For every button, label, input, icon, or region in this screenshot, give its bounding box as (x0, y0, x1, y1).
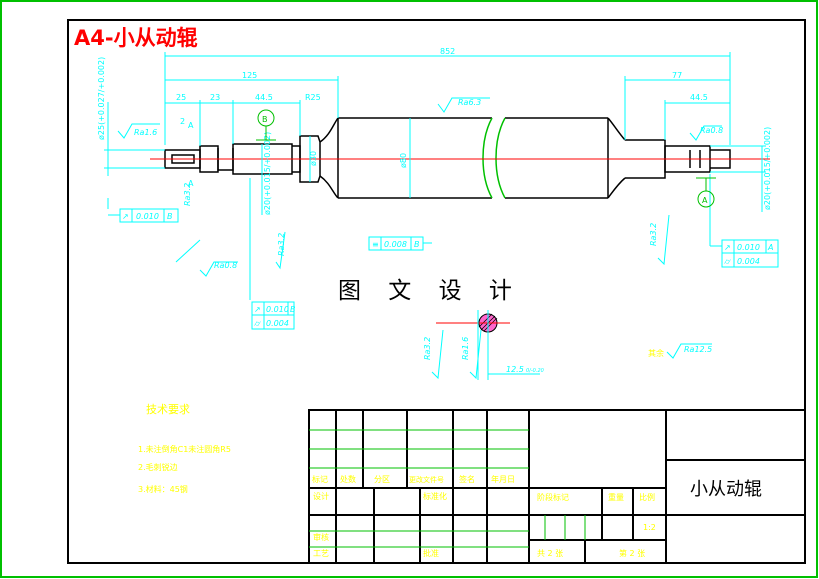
dim-left-section: 125 (242, 71, 257, 80)
dim-44-5-right: 44.5 (690, 93, 708, 102)
drawing-title: A4-小从动辊 (74, 26, 198, 50)
title-block-thin-lines (309, 429, 586, 548)
tol-right-cyl-value: 0.004 (737, 257, 760, 266)
label-stage: 阶段标记 (537, 492, 569, 502)
dim-25: 25 (176, 93, 186, 102)
rev-label-sign: 签名 (459, 474, 475, 484)
dim-44-5-left: 44.5 (255, 93, 273, 102)
roughness-ra08-left: Ra0.8 (214, 261, 237, 270)
dim-dia-bearing-left: ø20(+0.015/+0.002) (263, 132, 272, 215)
label-process: 工艺 (313, 549, 329, 558)
tol-mid-datum: B (290, 305, 296, 314)
tol-right-symbol: ↗ (724, 243, 731, 252)
roughness-symbols (117, 97, 722, 380)
label-scale: 比例 (639, 492, 655, 502)
label-review: 审核 (313, 532, 329, 542)
roughness-ra32-left: Ra3.2 (183, 183, 192, 206)
tol-right-cyl-symbol: ⌭ (724, 257, 731, 266)
rev-label-mark: 标记 (312, 474, 328, 484)
watermark-text: 图 文 设 计 (338, 278, 522, 304)
break-lines (482, 117, 506, 199)
tol-mid-symbol: ↗ (254, 305, 261, 314)
dim-dia-bearing-right: ø20(+0.015/+0.002) (763, 127, 772, 210)
keyway-section (436, 310, 540, 380)
shaft-drawing (164, 117, 731, 199)
tol-right-datum: A (767, 243, 773, 252)
tol-sym-symbol: ≡ (372, 240, 379, 249)
tol-mid-cyl-value: 0.004 (266, 319, 289, 328)
datum-markers (256, 109, 716, 208)
dim-dia-body: ø80 (399, 153, 408, 168)
roughness-ra32-mid: Ra3.2 (277, 233, 286, 256)
roughness-ra32-right: Ra3.2 (649, 223, 658, 246)
datum-a-circle: A (702, 196, 708, 205)
tol-sym-datum: B (414, 240, 420, 249)
rev-label-docno: 更改文件号 (409, 475, 444, 484)
dim-overall-length: 852 (440, 47, 455, 56)
tol-mid-value: 0.010 (266, 305, 289, 314)
keyway-depth: 12.5 (506, 365, 524, 374)
roughness-ra16-left: Ra1.6 (134, 128, 157, 137)
dim-right-end: 77 (672, 71, 682, 80)
tech-req-title: 技术要求 (146, 403, 190, 416)
roughness-ra16-section: Ra1.6 (461, 337, 470, 360)
dim-r25: R25 (305, 93, 321, 102)
tolerance-frames (107, 174, 779, 330)
datum-a-bottom: A (188, 179, 194, 188)
rev-label-zone: 分区 (374, 475, 390, 484)
roughness-ra08-right: Ra0.8 (700, 126, 723, 135)
roughness-ra32-section: Ra3.2 (423, 337, 432, 360)
tol-right-value: 0.010 (737, 243, 760, 252)
tech-req-item-1: 1.未注倒角C1未注圆角R5 (138, 444, 231, 454)
sheet-number: 第 2 张 (619, 548, 645, 558)
dimension-lines (104, 52, 766, 215)
dim-dia-left-end: ø25(+0.027/+0.002) (97, 57, 106, 140)
roughness-rest-prefix: 其余 (648, 348, 664, 358)
rev-label-count: 处数 (340, 474, 356, 484)
roughness-ra63: Ra6.3 (458, 98, 481, 107)
dim-dia-shoulder: ø30 (309, 151, 318, 166)
label-weight: 重量 (608, 492, 624, 502)
label-approve: 批准 (423, 548, 439, 558)
tech-req-item-3: 3.材料：45钢 (138, 484, 188, 494)
label-design: 设计 (313, 491, 329, 501)
roughness-rest: Ra12.5 (684, 345, 712, 354)
label-standardize: 标准化 (423, 491, 447, 501)
datum-b: B (262, 115, 268, 124)
datum-a-top: A (188, 121, 194, 130)
keyway-tol: 0/-0.20 (526, 368, 544, 374)
dim-2: 2 (180, 117, 185, 126)
tol-left-value: 0.010 (136, 212, 159, 221)
part-name: 小从动辊 (690, 479, 762, 500)
scale-value: 1:2 (643, 523, 656, 532)
tol-left-symbol: ↗ (122, 212, 129, 221)
tech-req-item-2: 2.毛刺锐边 (138, 462, 178, 472)
title-block-grid (308, 409, 806, 564)
tol-mid-cyl-symbol: ⌭ (254, 319, 261, 328)
sheets-total: 共 2 张 (537, 549, 563, 558)
tol-left-datum: B (167, 212, 173, 221)
tol-sym-value: 0.008 (384, 240, 407, 249)
rev-label-date: 年月日 (491, 474, 515, 484)
dim-23: 23 (210, 93, 220, 102)
